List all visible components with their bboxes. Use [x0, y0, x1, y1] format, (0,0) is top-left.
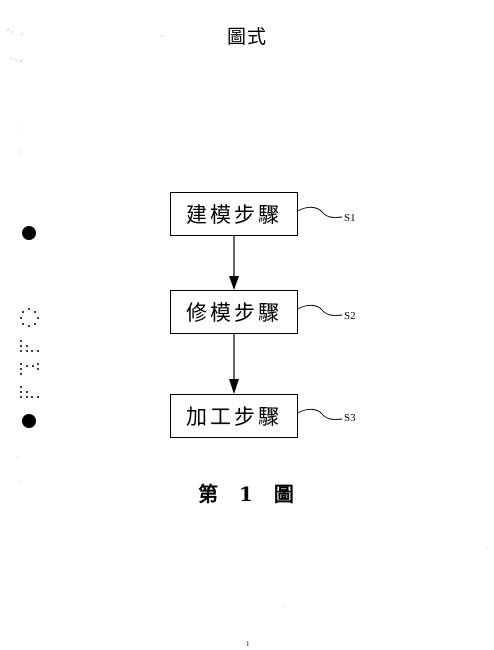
- step-box-label: 建模步驟: [186, 203, 282, 227]
- punch-hole-top: [22, 226, 36, 240]
- step-box-label: 加工步驟: [186, 405, 282, 429]
- step-box-label: 修模步驟: [186, 301, 282, 325]
- figure-caption: 第 1 圖: [198, 482, 296, 506]
- step-tag-s1: S1: [344, 212, 356, 224]
- arrow-2-head: [229, 379, 239, 394]
- margin-dot-marks: [20, 308, 39, 398]
- punch-hole-bottom: [22, 414, 36, 428]
- leader-s1: [297, 206, 343, 218]
- page-number: 1: [246, 640, 250, 648]
- step-box-machining: 加工步驟: [170, 394, 298, 438]
- step-box-modeling: 建模步驟: [170, 192, 298, 236]
- step-tag-s3: S3: [344, 412, 356, 424]
- page-title: 圖式: [226, 26, 267, 48]
- leader-s2: [297, 304, 343, 316]
- step-box-model-revision: 修模步驟: [170, 290, 298, 334]
- leader-s3: [297, 408, 343, 420]
- arrow-1-head: [229, 276, 239, 290]
- step-tag-s2: S2: [344, 310, 356, 322]
